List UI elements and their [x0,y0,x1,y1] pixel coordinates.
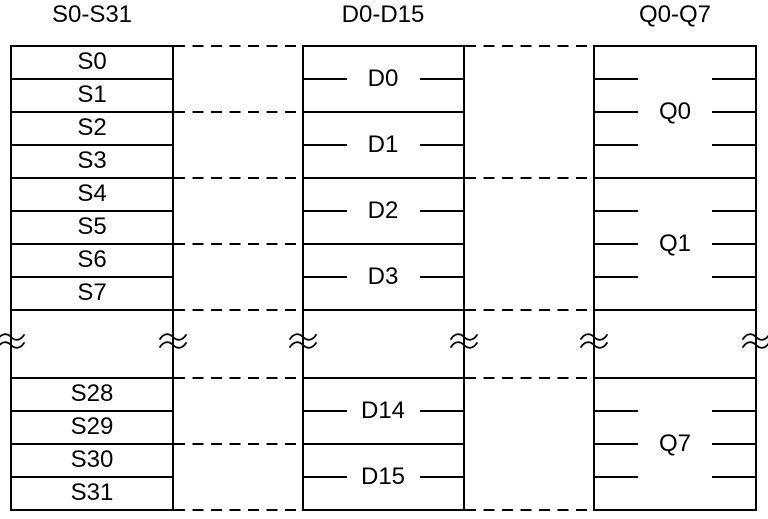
register-cell-label: D15 [360,463,406,490]
break-marks [0,333,768,349]
register-cell-label: S5 [77,213,107,240]
register-cell-label: S1 [77,81,107,108]
register-cell-label: D3 [367,263,399,290]
register-cell-label: D0 [367,65,399,92]
register-cell-label: S2 [77,114,107,141]
break-squiggle-icon [742,333,768,349]
register-cell-label: D2 [367,197,399,224]
break-squiggle-icon [159,333,187,349]
register-cell-label: S6 [77,246,107,273]
register-cell-label: S31 [70,479,114,506]
s-d-gap-dashed-lines [174,45,302,511]
register-cell-label: S3 [77,147,107,174]
s-column-grid [10,45,174,511]
d-label-ticks [304,78,463,478]
break-squiggle-icon [450,333,478,349]
s-column-header: S0-S31 [51,1,133,28]
register-cell-label: Q1 [658,230,692,257]
q-column-grid [593,45,757,511]
break-squiggle-icon [0,333,25,349]
q-label-ticks [595,78,755,478]
d-column-header: D0-D15 [341,1,425,28]
register-cell-label: S0 [77,48,107,75]
vertical-edges [10,45,757,511]
register-cell-label: S7 [77,279,107,306]
register-cell-label: S4 [77,180,107,207]
d-column-grid [302,45,465,511]
register-cell-label: S28 [70,380,114,407]
register-cell-label: S29 [70,413,114,440]
register-cell-label: Q0 [658,98,692,125]
register-cell-label: Q7 [658,430,692,457]
register-cell-label: S30 [70,446,114,473]
break-squiggle-icon [580,333,608,349]
break-squiggle-icon [289,333,317,349]
d-q-gap-dashed-lines [465,45,593,511]
register-cell-label: D14 [360,397,406,424]
register-cell-label: D1 [367,131,399,158]
q-column-header: Q0-Q7 [638,1,712,28]
